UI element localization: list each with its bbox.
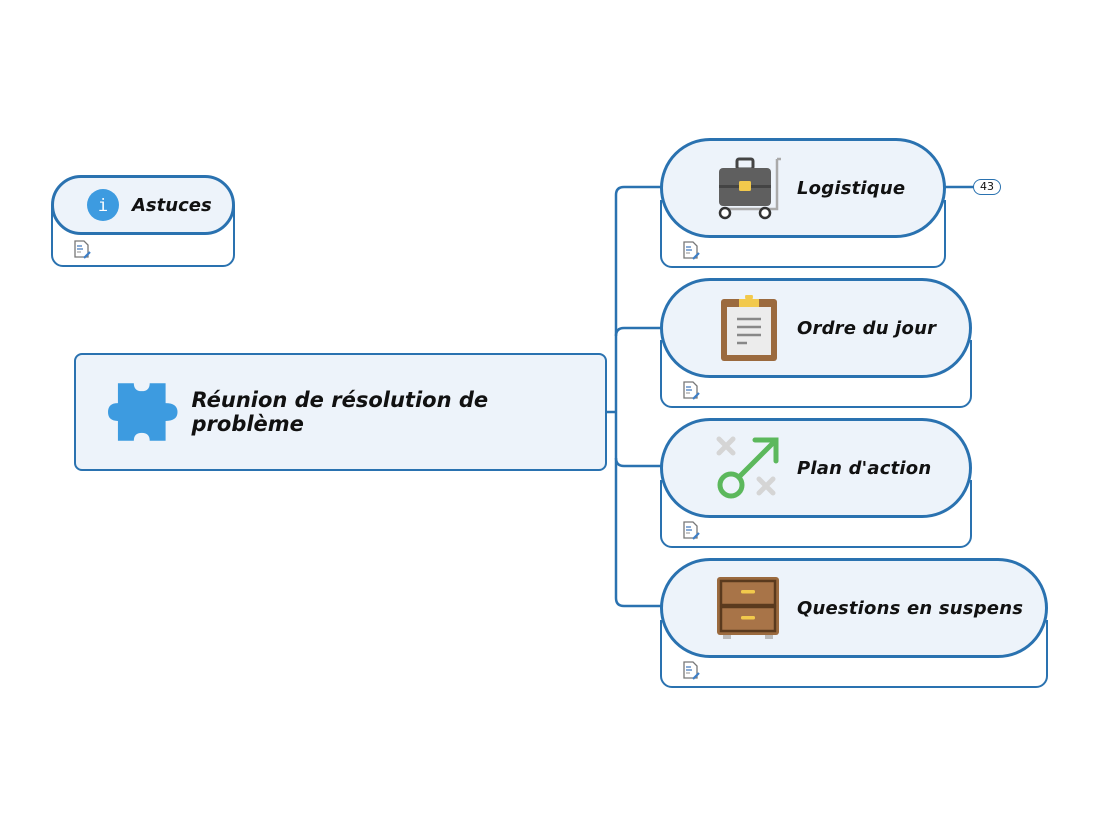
branch-topic-logistique[interactable]: Logistique: [660, 138, 946, 238]
branch-topic-questions-en-suspens[interactable]: Questions en suspens: [660, 558, 1048, 658]
topic-label: Plan d'action: [797, 457, 932, 479]
info-icon: i: [87, 189, 119, 221]
branch-connector-ordre: [614, 326, 662, 337]
strategy-arrow-icon: [716, 436, 779, 499]
puzzle-piece-icon: [108, 383, 178, 441]
topic-label: Ordre du jour: [797, 317, 937, 339]
collapsed-count-badge[interactable]: 43: [973, 179, 1001, 195]
branch-connector-plan: [614, 457, 662, 468]
trunk-connector: [614, 185, 662, 608]
notes-icon[interactable]: [71, 239, 93, 261]
central-topic[interactable]: Réunion de résolution de problème: [74, 353, 607, 471]
filing-cabinet-icon: [717, 577, 779, 639]
topic-label: Astuces: [132, 194, 212, 216]
notes-icon[interactable]: [680, 380, 702, 402]
svg-text:i: i: [98, 196, 108, 216]
clipboard-icon: [721, 295, 777, 361]
branch-topic-plan-d-action[interactable]: Plan d'action: [660, 418, 972, 518]
floating-topic-astuces[interactable]: i Astuces: [51, 175, 235, 235]
central-topic-label: Réunion de résolution de problème: [191, 388, 489, 436]
topic-label: Logistique: [797, 177, 906, 199]
notes-icon[interactable]: [680, 520, 702, 542]
topic-label: Questions en suspens: [797, 597, 1024, 619]
notes-icon[interactable]: [680, 660, 702, 682]
branch-topic-ordre-du-jour[interactable]: Ordre du jour: [660, 278, 972, 378]
briefcase-on-cart-icon: [718, 157, 781, 220]
notes-icon[interactable]: [680, 240, 702, 262]
